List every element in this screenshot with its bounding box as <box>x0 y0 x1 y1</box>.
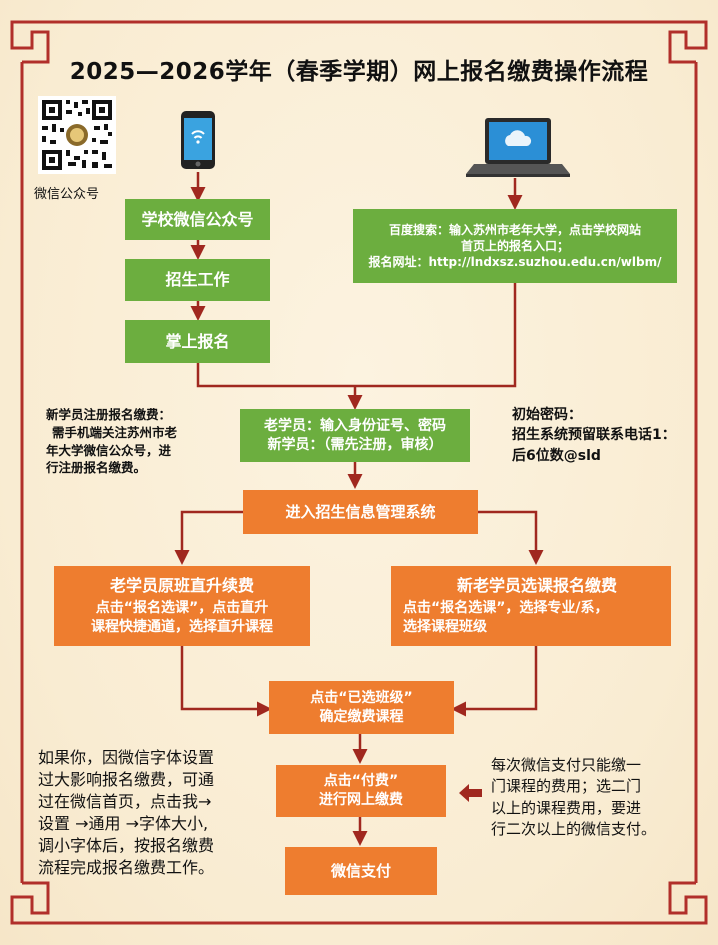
note-line: 需手机端关注苏州市老 <box>52 424 178 440</box>
tip-line: 过在微信首页，点击我→ <box>38 792 212 812</box>
pay-line: 进行网上缴费 <box>319 792 403 808</box>
note-line: 后6位数@sld <box>512 447 601 464</box>
font-size-tip: 如果你，因微信字体设置 过大影响报名缴费，可通 过在微信首页，点击我→ 设置 →… <box>38 747 214 879</box>
web-registration-line: 百度搜索：输入苏州市老年大学，点击学校网站 <box>388 222 641 237</box>
left-arrow-icon <box>459 784 482 802</box>
tip-line: 过大影响报名缴费，可通 <box>38 770 215 790</box>
tip-line: 调小字体后，按报名缴费 <box>38 836 215 856</box>
web-registration-url: 报名网址：http://lndxsz.suzhou.edu.cn/wlbm/ <box>368 255 662 270</box>
login-line: 老学员：输入身份证号、密码 <box>264 417 446 434</box>
tip-line: 每次微信支付只能缴一 <box>491 756 642 774</box>
branch-line: 点击“报名选课”，选择专业/系， <box>403 599 609 616</box>
pay-line: 点击“付费” <box>323 773 399 790</box>
tip-line: 设置 →通用 →字体大小, <box>38 814 209 834</box>
old-student-renewal-box: 老学员原班直升续费 点击“报名选课”，点击直升 课程快捷通道，选择直升课程 <box>54 566 310 646</box>
confirm-line: 确定缴费课程 <box>319 708 404 725</box>
mobile-registration-box: 掌上报名 <box>125 320 270 363</box>
confirm-line: 点击“已选班级” <box>310 689 413 706</box>
tip-line: 如果你，因微信字体设置 <box>38 748 215 767</box>
online-payment-box: 点击“付费” 进行网上缴费 <box>276 765 446 817</box>
login-line: 新学员：（需先注册，审核） <box>267 436 443 453</box>
login-box: 老学员：输入身份证号、密码 新学员：（需先注册，审核） <box>240 409 470 462</box>
new-student-note: 新学员注册报名缴费： 需手机端关注苏州市老 年大学微信公众号，进 行注册报名缴费… <box>46 406 177 477</box>
note-line: 招生系统预留联系电话1： <box>512 427 676 444</box>
branch-title: 新老学员选课报名缴费 <box>456 576 617 596</box>
branch-line: 选择课程班级 <box>403 618 487 635</box>
web-registration-box: 百度搜索：输入苏州市老年大学，点击学校网站 首页上的报名入口； 报名网址：htt… <box>353 209 677 283</box>
branch-title: 老学员原班直升续费 <box>109 576 254 596</box>
note-line: 行注册报名缴费。 <box>46 460 147 476</box>
enter-system-box: 进入招生信息管理系统 <box>243 490 478 534</box>
wechat-pay-box: 微信支付 <box>285 847 437 895</box>
wechat-official-account-box: 学校微信公众号 <box>125 199 270 240</box>
initial-password-note: 初始密码： 招生系统预留联系电话1： 后6位数@sld <box>512 405 676 466</box>
tip-line: 以上的课程费用，要进 <box>491 798 642 817</box>
tip-line: 门课程的费用；选二门 <box>491 777 642 796</box>
course-selection-box: 新老学员选课报名缴费 点击“报名选课”，选择专业/系， 选择课程班级 <box>391 566 671 646</box>
note-line: 年大学微信公众号，进 <box>46 442 172 458</box>
note-line: 新学员注册报名缴费： <box>46 407 172 422</box>
page-title: 2025—2026学年（春季学期）网上报名缴费操作流程 <box>69 59 649 85</box>
tip-line: 流程完成报名缴费工作。 <box>38 858 215 878</box>
admissions-work-box: 招生工作 <box>125 259 270 301</box>
tip-line: 行二次以上的微信支付。 <box>491 819 657 838</box>
note-line: 初始密码： <box>512 407 582 423</box>
branch-line: 点击“报名选课”，点击直升 <box>95 599 269 616</box>
web-registration-line: 首页上的报名入口； <box>460 238 569 253</box>
branch-line: 课程快捷通道，选择直升课程 <box>91 618 273 635</box>
payment-tip: 每次微信支付只能缴一 门课程的费用；选二门 以上的课程费用，要进 行二次以上的微… <box>491 755 656 840</box>
confirm-course-box: 点击“已选班级” 确定缴费课程 <box>269 681 454 734</box>
qr-caption: 微信公众号 <box>34 187 100 202</box>
